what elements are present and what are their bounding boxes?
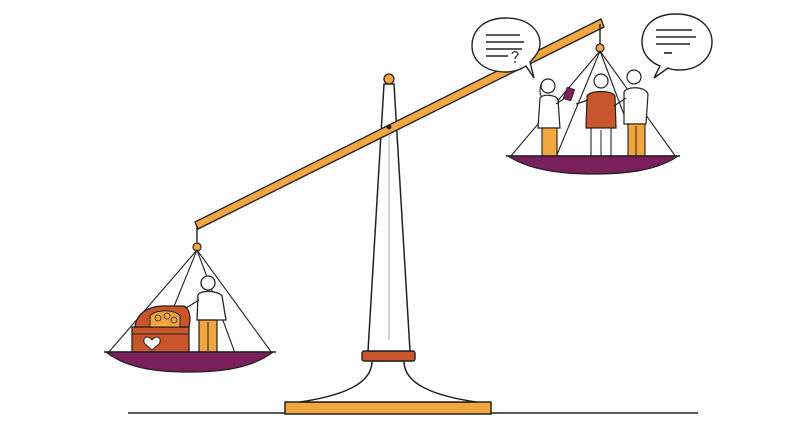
person-center [575,73,617,158]
right-pan-string [555,50,601,158]
right-pan-hook [595,43,605,53]
left-pan-string [107,249,198,354]
phone-icon [563,86,575,102]
scale-top-knob [383,73,395,85]
beam-pivot [386,124,392,130]
left-pan-string [196,249,273,354]
scale-collar [361,350,416,362]
treasure-chest [131,305,191,356]
scale-foot [299,360,477,403]
left-pan-group [104,242,276,373]
person-right [613,69,649,158]
person-with-phone [537,78,575,158]
right-pan [505,155,681,175]
left-pan [104,351,275,373]
left-pan-hook [192,242,202,252]
right-pan-group [505,43,681,175]
speech-bubble-right [641,13,713,79]
scale-base-plate [284,401,492,415]
person-left [185,275,227,355]
heart-icon [143,336,161,351]
question-mark-icon [511,51,519,60]
speech-bubble-left [471,17,541,79]
